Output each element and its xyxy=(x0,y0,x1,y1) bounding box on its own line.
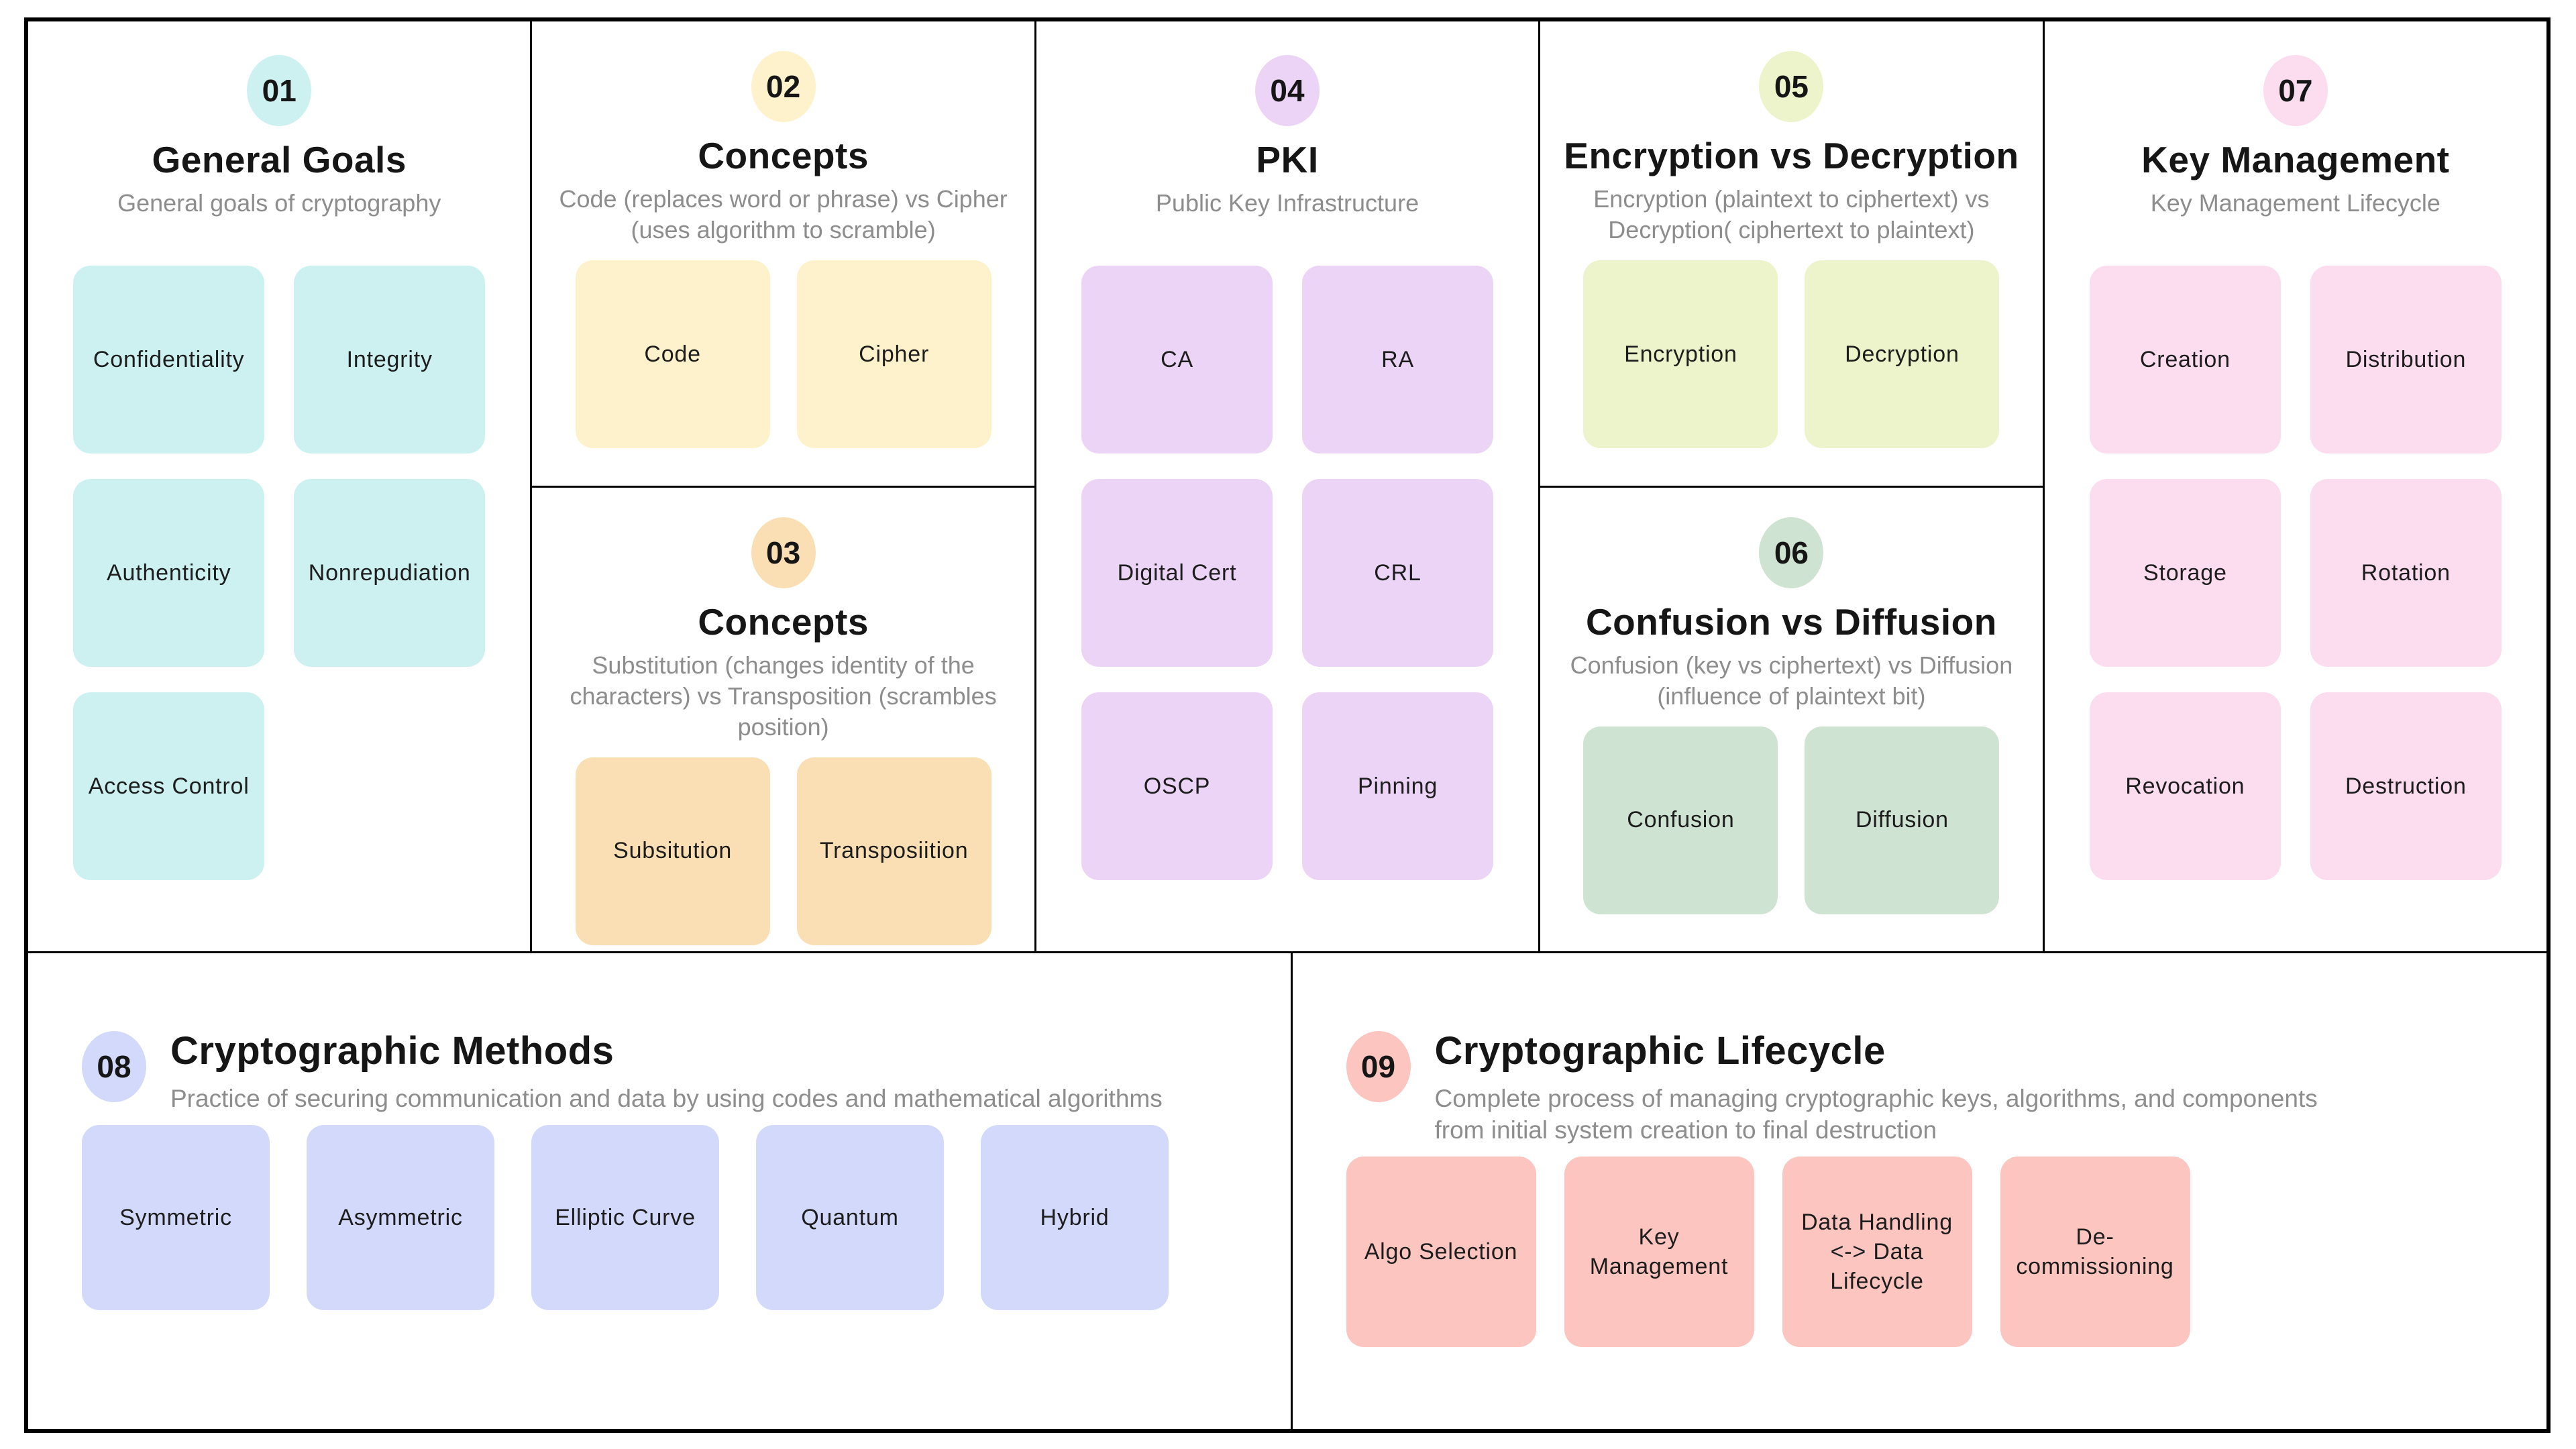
chip-decryption: Decryption xyxy=(1805,260,2000,448)
panel-concepts-substitution-transposition: 03 Concepts Substitution (changes identi… xyxy=(532,488,1034,952)
chip-creation: Creation xyxy=(2089,266,2281,453)
panel-09-chip-row: Algo Selection Key Management Data Handl… xyxy=(1346,1157,2190,1347)
panel-03-number-badge: 03 xyxy=(751,517,816,588)
panel-07-chip-grid: Creation Distribution Storage Rotation R… xyxy=(2089,266,2502,880)
chip-destruction: Destruction xyxy=(2310,692,2502,880)
chip-revocation: Revocation xyxy=(2089,692,2281,880)
panel-04-number-badge: 04 xyxy=(1255,55,1320,126)
bottom-section: 08 Cryptographic Methods Practice of sec… xyxy=(28,953,2546,1429)
panel-03-title: Concepts xyxy=(698,600,869,643)
chip-ra: RA xyxy=(1302,266,1494,453)
panel-08-header: 08 Cryptographic Methods Practice of sec… xyxy=(82,1028,1163,1114)
chip-confidentiality: Confidentiality xyxy=(73,266,265,453)
chip-authenticity: Authenticity xyxy=(73,479,265,667)
panel-encryption-vs-decryption: 05 Encryption vs Decryption Encryption (… xyxy=(1540,21,2042,486)
panel-06-container: 06 Confusion vs Diffusion Confusion (key… xyxy=(1540,485,2043,952)
panel-03-chip-grid: Subsitution Transposiition xyxy=(575,757,991,945)
panel-cryptographic-lifecycle: 09 Cryptographic Lifecycle Complete proc… xyxy=(1293,953,2547,1429)
panel-06-title: Confusion vs Diffusion xyxy=(1585,600,1997,643)
panel-05-subtitle: Encryption (plaintext to ciphertext) vs … xyxy=(1593,185,1990,244)
chip-nonrepudiation: Nonrepudiation xyxy=(294,479,486,667)
chip-digital-cert: Digital Cert xyxy=(1081,479,1273,667)
chip-pinning: Pinning xyxy=(1302,692,1494,880)
chip-elliptic-curve: Elliptic Curve xyxy=(531,1125,719,1310)
panel-concepts-code-cipher: 02 Concepts Code (replaces word or phras… xyxy=(532,21,1034,486)
chip-asymmetric: Asymmetric xyxy=(307,1125,494,1310)
panel-08-subtitle: Practice of securing communication and d… xyxy=(170,1085,1163,1112)
panel-05-container: 05 Encryption vs Decryption Encryption (… xyxy=(1540,21,2042,486)
panel-02-subtitle: Code (replaces word or phrase) vs Cipher… xyxy=(559,185,1008,244)
panel-confusion-vs-diffusion: 06 Confusion vs Diffusion Confusion (key… xyxy=(1540,488,2042,952)
chip-substitution: Subsitution xyxy=(575,757,770,945)
column-1: 01 General Goals General goals of crypto… xyxy=(28,21,533,951)
panel-09-title-block: Cryptographic Lifecycle Complete process… xyxy=(1435,1028,2334,1146)
chip-oscp: OSCP xyxy=(1081,692,1273,880)
panel-01-chip-grid: Confidentiality Integrity Authenticity N… xyxy=(73,266,486,880)
chip-storage: Storage xyxy=(2089,479,2281,667)
panel-03-container: 03 Concepts Substitution (changes identi… xyxy=(532,485,1034,952)
panel-02-chip-grid: Code Cipher xyxy=(575,260,991,448)
chip-diffusion: Diffusion xyxy=(1805,726,2000,914)
chip-transposition: Transposiition xyxy=(796,757,991,945)
panel-08-title-block: Cryptographic Methods Practice of securi… xyxy=(170,1028,1163,1114)
column-2: 02 Concepts Code (replaces word or phras… xyxy=(532,21,1036,951)
chip-cipher: Cipher xyxy=(796,260,991,448)
chip-confusion: Confusion xyxy=(1583,726,1778,914)
panel-09-number-badge: 09 xyxy=(1346,1031,1411,1102)
panel-06-chip-grid: Confusion Diffusion xyxy=(1583,726,2000,914)
chip-encryption: Encryption xyxy=(1583,260,1778,448)
panel-09-title: Cryptographic Lifecycle xyxy=(1434,1029,1886,1073)
panel-key-management: 07 Key Management Key Management Lifecyc… xyxy=(2045,21,2546,951)
panel-05-number-badge: 05 xyxy=(1759,51,1824,122)
panel-04-title: PKI xyxy=(1256,139,1319,180)
chip-decommissioning: De- commissioning xyxy=(2000,1157,2190,1347)
chip-ca: CA xyxy=(1081,266,1273,453)
outer-frame: 01 General Goals General goals of crypto… xyxy=(24,17,2551,1433)
column-5: 07 Key Management Key Management Lifecyc… xyxy=(2045,21,2546,951)
chip-algo-selection: Algo Selection xyxy=(1346,1157,1536,1347)
panel-08-chip-row: Symmetric Asymmetric Elliptic Curve Quan… xyxy=(82,1125,1169,1310)
top-section: 01 General Goals General goals of crypto… xyxy=(28,21,2546,953)
panel-07-subtitle: Key Management Lifecycle xyxy=(2150,189,2440,217)
chip-integrity: Integrity xyxy=(294,266,486,453)
column-3: 04 PKI Public Key Infrastructure CA RA D… xyxy=(1036,21,1541,951)
chip-key-management: Key Management xyxy=(1564,1157,1754,1347)
panel-cryptographic-methods: 08 Cryptographic Methods Practice of sec… xyxy=(28,953,1293,1429)
panel-pki: 04 PKI Public Key Infrastructure CA RA D… xyxy=(1036,21,1538,951)
panel-03-subtitle: Substitution (changes identity of the ch… xyxy=(570,651,997,741)
chip-symmetric: Symmetric xyxy=(82,1125,270,1310)
panel-08-number-badge: 08 xyxy=(82,1031,146,1102)
chip-crl: CRL xyxy=(1302,479,1494,667)
panel-05-chip-grid: Encryption Decryption xyxy=(1583,260,2000,448)
chip-quantum: Quantum xyxy=(756,1125,944,1310)
panel-06-number-badge: 06 xyxy=(1759,517,1824,588)
column-4: 05 Encryption vs Decryption Encryption (… xyxy=(1540,21,2045,952)
panel-07-title: Key Management xyxy=(2141,139,2450,180)
panel-04-subtitle: Public Key Infrastructure xyxy=(1155,189,1419,217)
panel-06-subtitle: Confusion (key vs ciphertext) vs Diffusi… xyxy=(1570,651,2013,710)
chip-rotation: Rotation xyxy=(2310,479,2502,667)
panel-09-subtitle: Complete process of managing cryptograph… xyxy=(1434,1085,2318,1144)
panel-02-container: 02 Concepts Code (replaces word or phras… xyxy=(532,21,1034,486)
panel-08-title: Cryptographic Methods xyxy=(170,1029,614,1073)
chip-hybrid: Hybrid xyxy=(981,1125,1169,1310)
panel-07-number-badge: 07 xyxy=(2263,55,2328,126)
chip-code: Code xyxy=(575,260,770,448)
panel-01-title: General Goals xyxy=(152,139,407,180)
panel-04-chip-grid: CA RA Digital Cert CRL OSCP Pinning xyxy=(1081,266,1494,880)
panel-general-goals: 01 General Goals General goals of crypto… xyxy=(28,21,530,951)
chip-distribution: Distribution xyxy=(2310,266,2502,453)
chip-data-handling-data-lifecycle: Data Handling <-> Data Lifecycle xyxy=(1782,1157,1972,1347)
panel-02-number-badge: 02 xyxy=(751,51,816,122)
panel-01-number-badge: 01 xyxy=(247,55,312,126)
chip-access-control: Access Control xyxy=(73,692,265,880)
panel-02-title: Concepts xyxy=(698,135,869,176)
panel-09-header: 09 Cryptographic Lifecycle Complete proc… xyxy=(1346,1028,2334,1146)
panel-01-subtitle: General goals of cryptography xyxy=(117,189,441,217)
panel-05-title: Encryption vs Decryption xyxy=(1564,135,2019,176)
